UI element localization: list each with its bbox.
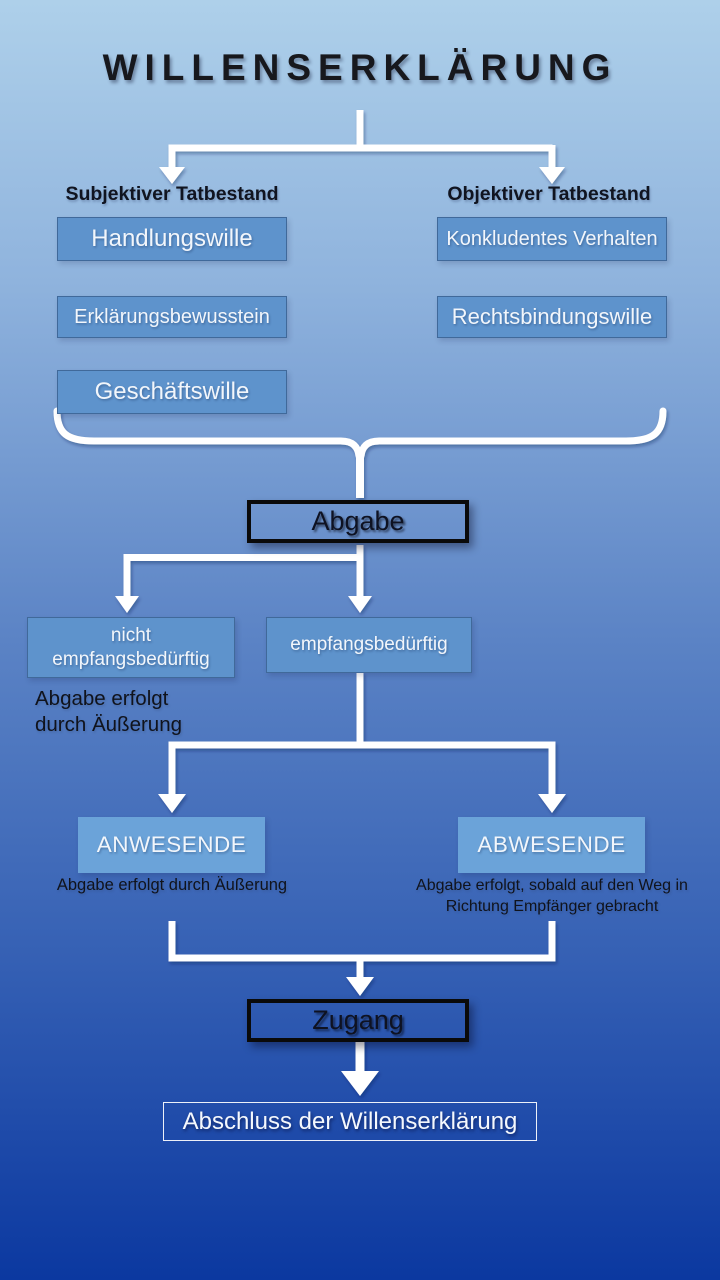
note-anwesende: Abgabe erfolgt durch Äußerung [56, 876, 288, 894]
top-fork-arrow [159, 110, 565, 184]
box-anwesende: ANWESENDE [78, 817, 265, 873]
box-rechtsbindungswille: Rechtsbindungswille [437, 296, 667, 338]
abgabe-fork-arrow [115, 545, 372, 613]
recipients-fork-arrow [158, 672, 566, 813]
brace-connector [53, 407, 667, 498]
zugang-merge-arrow [168, 921, 556, 996]
box-empfangsbeduerftig: empfangsbedürftig [266, 617, 472, 673]
page-title: WILLENSERKLÄRUNG [102, 47, 618, 88]
box-handlungswille: Handlungswille [57, 217, 287, 261]
box-abwesende: ABWESENDE [458, 817, 645, 873]
box-zugang: Zugang [247, 999, 469, 1042]
box-konkludentes-verhalten: Konkludentes Verhalten [437, 217, 667, 261]
label-subjektiver-tatbestand: Subjektiver Tatbestand [65, 183, 279, 205]
box-abgabe: Abgabe [247, 500, 469, 543]
label-objektiver-tatbestand: Objektiver Tatbestand [447, 183, 651, 205]
box-geschaeftswille: Geschäftswille [57, 370, 287, 414]
result-arrow [341, 1040, 379, 1096]
box-abschluss: Abschluss der Willenserklärung [163, 1102, 537, 1141]
box-erklaerungsbewusstein: Erklärungsbewusstein [57, 296, 287, 338]
note-abgabe-aeusserung: Abgabe erfolgt durch Äußerung [35, 687, 183, 736]
note-abwesende: Abgabe erfolgt, sobald auf den Weg in Ri… [416, 877, 688, 915]
box-nicht-empfangsbeduerftig: nicht empfangsbedürftig [27, 617, 235, 678]
